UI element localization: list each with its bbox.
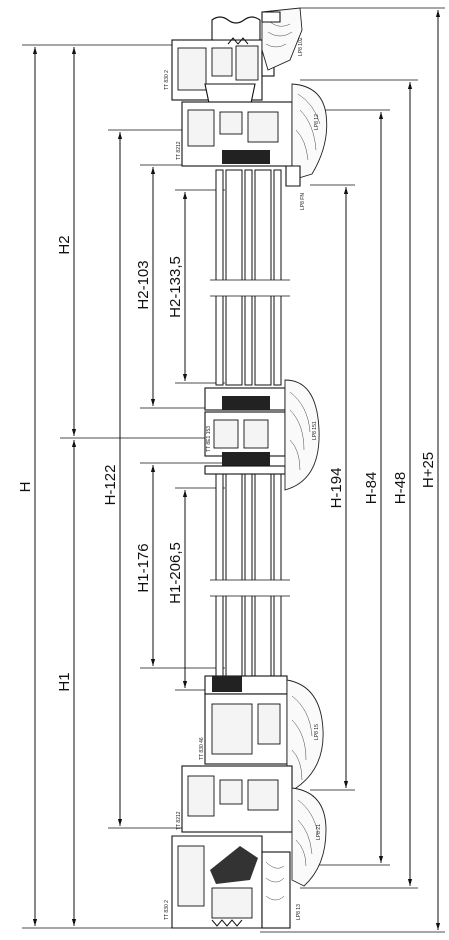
code-top-sash: TT 8212 xyxy=(176,141,182,160)
dimension-lines xyxy=(32,10,441,930)
top-frame-profile xyxy=(171,7,303,109)
extension-lines xyxy=(22,7,445,933)
profile-code-labels: TT 830 2 TT 8212 TT 8E1 153 TT 830 46 TT… xyxy=(164,37,322,920)
lower-sash-profile xyxy=(204,675,324,791)
code-wood-top: LP8 102 xyxy=(298,37,304,56)
bottom-frame-profile xyxy=(171,835,291,929)
bottom-sash-profile xyxy=(181,765,327,887)
glazing xyxy=(210,169,290,686)
dim-label-H1-176: H1-176 xyxy=(135,543,152,592)
top-sash-profile xyxy=(181,83,328,187)
code-wood-head: LP8 FN xyxy=(300,193,306,210)
code-bottom-frame: TT 830 2 xyxy=(164,900,170,920)
code-wood-lower: LP8 15 xyxy=(314,724,320,740)
dim-label-H: H xyxy=(17,482,34,493)
dim-label-H-48: H-48 xyxy=(392,472,409,505)
code-mid-transom: TT 8E1 153 xyxy=(206,426,212,452)
dim-label-H1: H1 xyxy=(56,672,73,691)
dim-label-H2: H2 xyxy=(56,235,73,254)
dim-label-H2-103: H2-103 xyxy=(135,260,152,309)
dimension-labels: H H2 H1 H-122 H2-103 H2-133,5 H1-176 H1-… xyxy=(17,235,437,691)
code-wood-top-sash: LP8 12 xyxy=(314,114,320,130)
middle-transom-profile xyxy=(204,379,320,491)
dim-label-H1-206: H1-206,5 xyxy=(167,542,184,604)
dim-label-H-194: H-194 xyxy=(328,468,345,509)
code-wood-bottom-sash: LP8 21 xyxy=(316,824,322,840)
dim-label-H-122: H-122 xyxy=(102,465,119,506)
dim-label-H+25: H+25 xyxy=(420,452,437,488)
code-wood-bottom: LP8 13 xyxy=(296,904,302,920)
dim-label-H2-133: H2-133,5 xyxy=(167,256,184,318)
code-top-frame: TT 830 2 xyxy=(164,70,170,90)
code-wood-mid: LP8 151 xyxy=(312,421,318,440)
code-bottom-sash: TT 8212 xyxy=(176,811,182,830)
code-lower-sash: TT 830 46 xyxy=(199,737,205,760)
dim-label-H-84: H-84 xyxy=(363,472,380,505)
